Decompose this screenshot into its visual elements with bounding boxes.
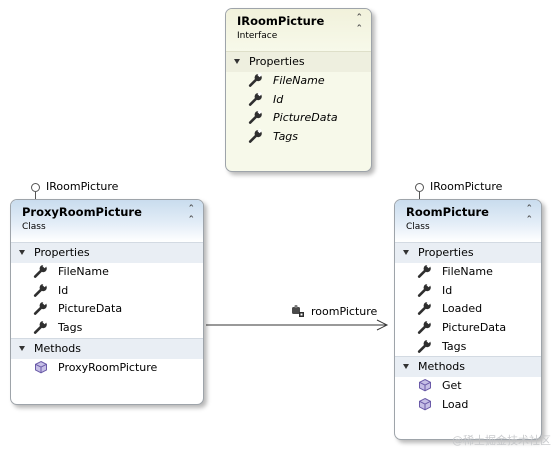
proxy-class-name: ProxyRoomPicture	[22, 205, 142, 219]
room-lollipop-label: IRoomPicture	[430, 180, 503, 193]
room-interface-lollipop: IRoomPicture	[415, 180, 555, 199]
method-row[interactable]: ProxyRoomPicture	[11, 359, 203, 378]
wrench-icon	[417, 300, 433, 316]
section-toggle-icon[interactable]	[19, 250, 25, 255]
property-row[interactable]: PictureData	[11, 300, 203, 319]
wrench-icon	[33, 263, 49, 278]
property-row[interactable]: PictureData	[226, 109, 371, 128]
section-toggle-icon[interactable]	[234, 59, 240, 64]
wrench-icon	[417, 263, 433, 278]
property-label: Id	[273, 92, 284, 106]
interface-name: IRoomPicture	[237, 14, 325, 28]
property-label: Tags	[442, 339, 467, 353]
property-row[interactable]: FileName	[226, 72, 371, 91]
room-class-stereotype: Class	[406, 222, 430, 232]
wrench-icon	[33, 282, 49, 297]
association-label: roomPicture	[290, 304, 377, 319]
proxy-interface-lollipop: IRoomPicture	[31, 180, 171, 199]
interface-lollipop-icon	[31, 183, 40, 192]
wrench-icon	[248, 91, 264, 106]
wrench-icon	[33, 300, 49, 316]
property-row[interactable]: Loaded	[395, 300, 541, 319]
interface-lollipop-icon	[415, 183, 424, 192]
method-label: ProxyRoomPicture	[58, 360, 158, 374]
proxy-properties-section[interactable]: Properties	[11, 242, 203, 263]
property-label: Id	[442, 283, 453, 297]
property-label: FileName	[442, 265, 493, 278]
room-class-name: RoomPicture	[406, 205, 489, 219]
wrench-icon	[33, 319, 49, 334]
property-row[interactable]: Tags	[395, 338, 541, 357]
method-row[interactable]: Load	[395, 396, 541, 415]
cube-icon	[417, 397, 433, 411]
property-row[interactable]: Tags	[11, 319, 203, 338]
section-toggle-icon[interactable]	[19, 345, 25, 351]
property-row[interactable]: FileName	[395, 263, 541, 282]
interface-stereotype: Interface	[237, 31, 278, 41]
section-toggle-icon[interactable]	[403, 250, 409, 255]
property-row[interactable]: FileName	[11, 263, 203, 282]
wrench-icon	[417, 338, 433, 353]
property-label: Tags	[58, 321, 83, 335]
property-label: FileName	[273, 74, 325, 87]
property-row[interactable]: Tags	[226, 128, 371, 147]
wrench-icon	[417, 282, 433, 297]
room-methods-section[interactable]: Methods	[395, 356, 541, 378]
wrench-icon	[248, 109, 264, 125]
property-label: Tags	[273, 130, 299, 144]
field-icon	[292, 305, 304, 317]
property-row[interactable]: Id	[226, 91, 371, 110]
property-label: Loaded	[442, 302, 483, 316]
property-row[interactable]: Id	[395, 282, 541, 301]
wrench-icon	[248, 72, 264, 87]
interface-properties-section[interactable]: Properties	[226, 51, 371, 72]
room-properties-section[interactable]: Properties	[395, 242, 541, 263]
property-row[interactable]: PictureData	[395, 319, 541, 338]
property-label: PictureData	[273, 111, 338, 125]
section-toggle-icon[interactable]	[403, 364, 409, 370]
wrench-icon	[417, 319, 433, 334]
property-label: Id	[58, 283, 69, 297]
proxy-lollipop-label: IRoomPicture	[46, 180, 119, 193]
method-label: Get	[442, 379, 462, 393]
property-label: PictureData	[442, 321, 507, 335]
wrench-icon	[248, 128, 264, 143]
method-row[interactable]: Get	[395, 377, 541, 396]
watermark: @稀土掘金技术社区	[452, 434, 551, 447]
property-label: FileName	[58, 265, 109, 278]
method-label: Load	[442, 398, 469, 412]
cube-icon	[417, 378, 433, 392]
cube-icon	[33, 360, 49, 374]
property-label: PictureData	[58, 302, 123, 316]
proxy-class-stereotype: Class	[22, 222, 46, 232]
property-row[interactable]: Id	[11, 282, 203, 301]
proxy-methods-section[interactable]: Methods	[11, 337, 203, 359]
